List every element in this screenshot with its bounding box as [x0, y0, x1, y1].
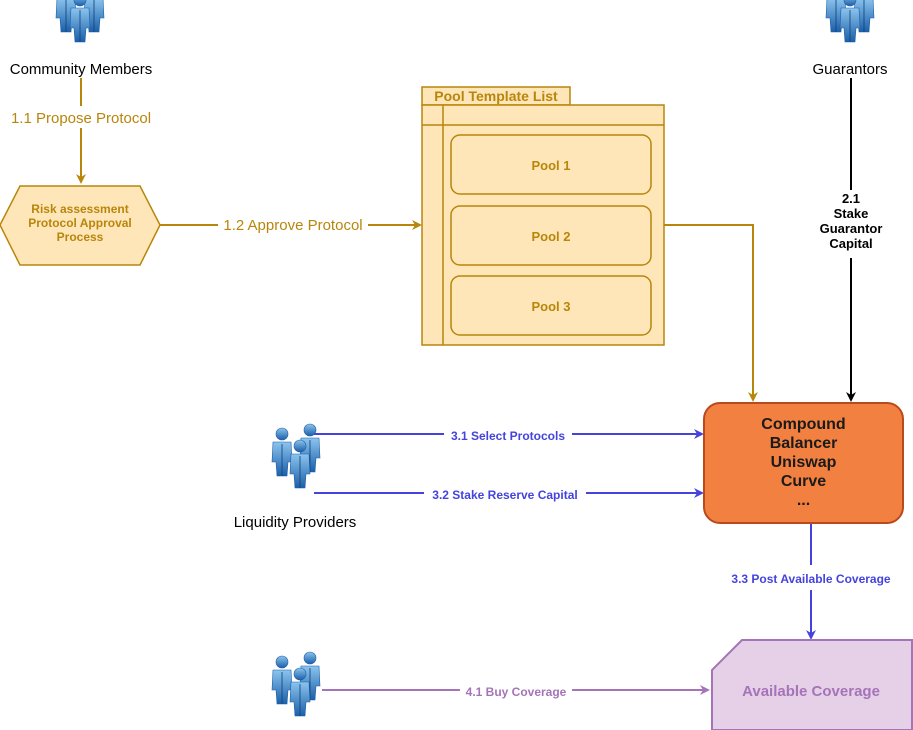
edge-approve-label-bg	[218, 214, 368, 234]
protocols-label: Compound Balancer Uniswap Curve ...	[761, 416, 846, 509]
available-coverage-label: Available Coverage	[742, 683, 880, 700]
pool-1-label: Pool 1	[531, 158, 570, 173]
edge-stake-guarantor-label-bg	[818, 190, 884, 258]
edge-buy-coverage-label: 4.1 Buy Coverage	[466, 685, 567, 699]
guarantors-label: Guarantors	[812, 61, 887, 78]
available-coverage-node	[711, 639, 913, 730]
pool-2-box	[450, 205, 652, 266]
edge-pools-to-protocols	[664, 224, 758, 402]
edge-propose-label: 1.1 Propose Protocol	[11, 110, 151, 127]
edge-stake-reserve-label-bg	[424, 485, 586, 501]
pool-1-box	[450, 134, 652, 195]
risk-assessment-node	[0, 185, 161, 266]
guarantors-icon	[825, 0, 875, 43]
edge-buy-coverage-label-bg	[460, 682, 572, 698]
pool-3-label: Pool 3	[531, 299, 570, 314]
pool-2-label: Pool 2	[531, 229, 570, 244]
protocols-node	[703, 402, 904, 524]
risk-assessment-label: Risk assessment Protocol Approval Proces…	[28, 202, 132, 244]
pool-template-list: Pool Template List Pool 1 Pool 2 Pool 3	[421, 86, 665, 346]
stake-guarantor-label: 2.1 Stake Guarantor Capital	[819, 191, 883, 251]
liquidity-providers-label: Liquidity Providers	[234, 514, 357, 531]
community-members-icon	[55, 0, 105, 43]
edge-stake-reserve-label: 3.2 Stake Reserve Capital	[432, 488, 577, 502]
coverage-buyers-icon	[271, 651, 321, 717]
edge-approve-label: 1.2 Approve Protocol	[223, 217, 362, 234]
edge-select-protocols-label-bg	[444, 426, 572, 442]
community-members-label: Community Members	[10, 61, 153, 78]
liquidity-providers-icon	[271, 423, 321, 489]
pool-list-title: Pool Template List	[434, 88, 558, 104]
edge-select-protocols-label: 3.1 Select Protocols	[451, 429, 565, 443]
edge-post-coverage-label: 3.3 Post Available Coverage	[731, 572, 891, 586]
pool-3-box	[450, 275, 652, 336]
